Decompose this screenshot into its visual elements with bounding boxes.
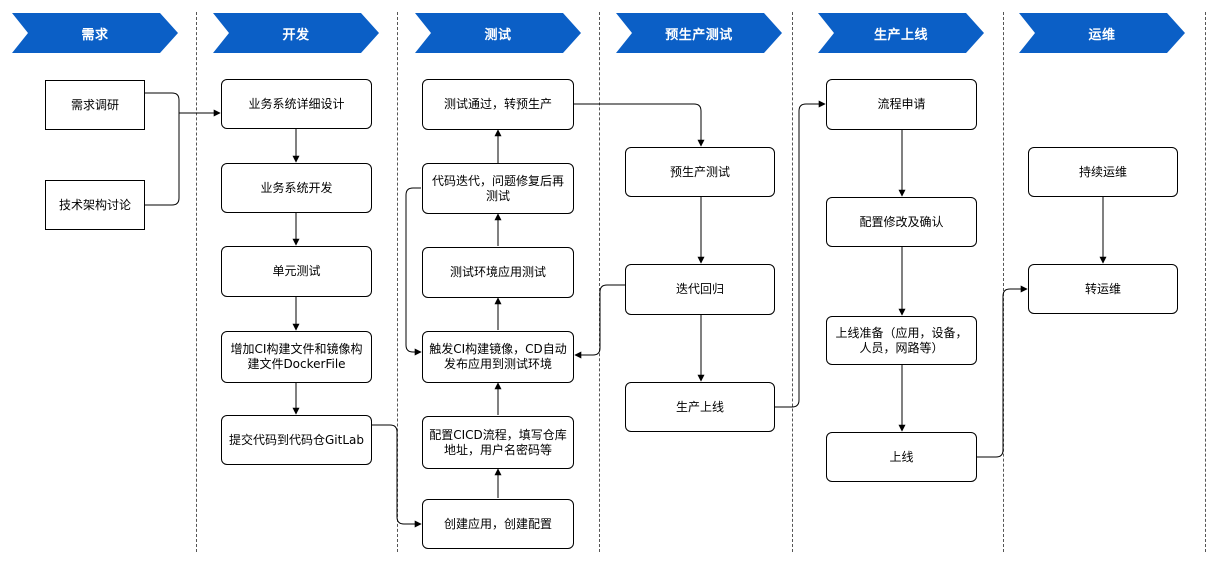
phase-label: 测试 [484, 27, 512, 43]
node-iteration-regression: 迭代回归 [625, 264, 775, 315]
node-label: 创建应用，创建配置 [443, 516, 552, 531]
node-label: 业务系统开发 [260, 180, 333, 195]
node-label: 需求调研 [70, 97, 119, 112]
node-label: 迭代回归 [675, 282, 724, 296]
node-requirement-research: 需求调研 [45, 80, 145, 130]
node-create-application: 创建应用，创建配置 [422, 499, 574, 549]
node-configure-cicd: 配置CICD流程，填写仓库地址，用户名密码等 [422, 416, 574, 469]
connector-prod-to-apply [775, 100, 826, 408]
node-detailed-design: 业务系统详细设计 [221, 79, 372, 129]
node-label: 预生产测试 [669, 164, 730, 179]
connector-regress-loop [574, 284, 625, 359]
connector-iterate-loop [405, 187, 422, 356]
node-config-confirm: 配置修改及确认 [826, 197, 977, 247]
lane-separator [196, 12, 197, 552]
connector-online-to-transfer [977, 285, 1028, 458]
node-test-passed: 测试通过，转预生产 [422, 79, 574, 130]
phase-header-testing: 测试 [415, 13, 581, 53]
node-label: 配置修改及确认 [859, 214, 944, 229]
node-label: 单元测试 [272, 264, 321, 278]
node-label: 测试通过，转预生产 [443, 97, 552, 111]
node-preproduction-test: 预生产测试 [625, 147, 775, 197]
lane-separator [1205, 12, 1206, 552]
phase-label: 需求 [81, 27, 109, 43]
node-label: 触发CI构建镜像，CD自动发布应用到测试环境 [429, 342, 567, 371]
phase-label: 生产上线 [873, 27, 928, 43]
node-label: 上线 [889, 449, 914, 464]
node-label: 测试环境应用测试 [449, 265, 546, 279]
connector-commit-to-create [372, 424, 422, 528]
node-process-application: 流程申请 [826, 79, 977, 130]
node-label: 转运维 [1084, 281, 1121, 296]
node-online: 上线 [826, 432, 977, 482]
node-unit-test: 单元测试 [221, 246, 372, 297]
connector-pass-to-pretest [574, 103, 705, 147]
node-system-development: 业务系统开发 [221, 163, 372, 213]
node-architecture-discussion: 技术架构讨论 [45, 180, 145, 230]
lane-separator [792, 12, 793, 552]
node-golive-preparation: 上线准备（应用，设备，人员，网路等） [826, 316, 977, 365]
node-label: 流程申请 [877, 97, 926, 111]
node-label: 生产上线 [675, 399, 724, 414]
connector-req-merge [145, 92, 180, 206]
node-label: 业务系统详细设计 [248, 96, 345, 111]
phase-label: 预生产测试 [665, 27, 733, 43]
node-label: 持续运维 [1078, 164, 1127, 179]
phase-header-requirements: 需求 [12, 13, 178, 53]
lane-separator [599, 12, 600, 552]
node-production-golive: 生产上线 [625, 382, 775, 432]
node-add-ci-files: 增加CI构建文件和镜像构建文件DockerFile [221, 331, 372, 383]
phase-header-preproduction: 预生产测试 [616, 13, 782, 53]
phase-label: 运维 [1088, 27, 1116, 43]
node-label: 增加CI构建文件和镜像构建文件DockerFile [230, 342, 363, 371]
node-commit-gitlab: 提交代码到代码仓GitLab [221, 415, 372, 465]
node-code-iteration: 代码迭代，问题修复后再测试 [422, 163, 574, 214]
lane-separator [1003, 12, 1004, 552]
node-label: 代码迭代，问题修复后再测试 [431, 173, 564, 203]
lane-separator [397, 12, 398, 552]
phase-header-development: 开发 [213, 13, 379, 53]
node-trigger-ci-cd: 触发CI构建镜像，CD自动发布应用到测试环境 [422, 331, 574, 383]
phase-label: 开发 [282, 27, 310, 43]
node-label: 提交代码到代码仓GitLab [229, 432, 364, 447]
node-label: 上线准备（应用，设备，人员，网路等） [835, 325, 968, 355]
phase-header-production: 生产上线 [818, 13, 984, 53]
node-env-app-test: 测试环境应用测试 [422, 247, 574, 298]
node-transfer-operations: 转运维 [1028, 264, 1178, 314]
node-continuous-operations: 持续运维 [1028, 147, 1178, 197]
phase-header-operations: 运维 [1019, 13, 1185, 53]
node-label: 配置CICD流程，填写仓库地址，用户名密码等 [429, 427, 567, 457]
node-label: 技术架构讨论 [58, 197, 131, 212]
